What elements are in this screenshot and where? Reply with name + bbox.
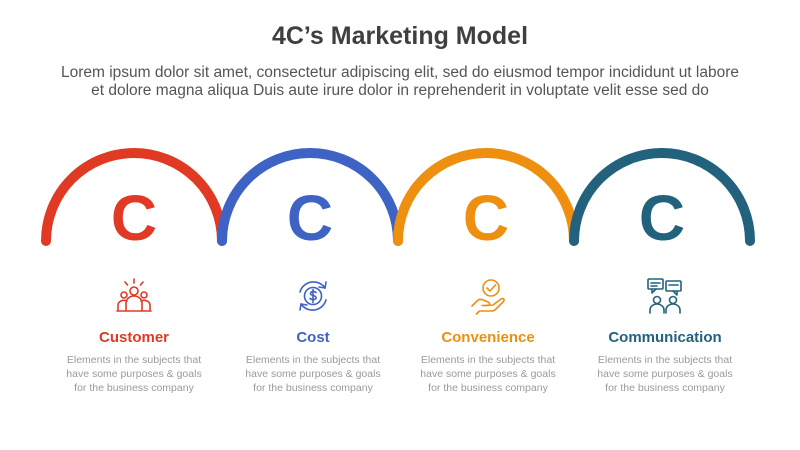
page-title: 4C’s Marketing Model	[271, 22, 529, 50]
arc-segment-communication: C	[569, 148, 755, 254]
arc-customer	[41, 148, 227, 246]
arc-segment-customer: C	[41, 148, 227, 254]
arc-convenience	[393, 148, 579, 246]
arc-segment-cost: C	[217, 148, 403, 254]
arc-communication	[569, 148, 755, 246]
arc-segment-convenience: C	[393, 148, 579, 254]
step-label-convenience: Convenience	[441, 329, 535, 346]
arc-letter-customer: C	[111, 182, 157, 254]
step-convenience: Convenience Elements in the subjects tha…	[403, 276, 573, 395]
chat-people-icon	[647, 278, 682, 314]
arc-cost	[217, 148, 403, 246]
subtitle-line-2: et dolore magna aliqua Duis aute irure d…	[91, 82, 709, 99]
step-communication: Communication Elements in the subjects t…	[580, 276, 750, 395]
step-label-cost: Cost	[296, 329, 330, 346]
subtitle-line-1: Lorem ipsum dolor sit amet, consectetur …	[60, 64, 740, 81]
step-desc-cost: Elements in the subjects that have some …	[245, 354, 381, 394]
step-label-customer: Customer	[98, 329, 169, 346]
step-desc-customer: Elements in the subjects that have some …	[66, 354, 202, 394]
page-subtitle: Lorem ipsum dolor sit amet, consectetur …	[20, 64, 780, 100]
arc-letter-convenience: C	[463, 182, 509, 254]
people-group-icon	[116, 278, 152, 312]
step-label-communication: Communication	[608, 329, 722, 346]
step-desc-communication: Elements in the subjects that have some …	[597, 354, 733, 394]
hand-check-icon	[471, 279, 505, 315]
dollar-cycle-icon	[299, 281, 327, 311]
arc-letter-cost: C	[287, 182, 333, 254]
step-customer: Customer Elements in the subjects that h…	[49, 276, 219, 395]
step-cost: Cost Elements in the subjects that have …	[228, 276, 398, 395]
arc-letter-communication: C	[639, 182, 685, 254]
step-desc-convenience: Elements in the subjects that have some …	[420, 354, 556, 394]
